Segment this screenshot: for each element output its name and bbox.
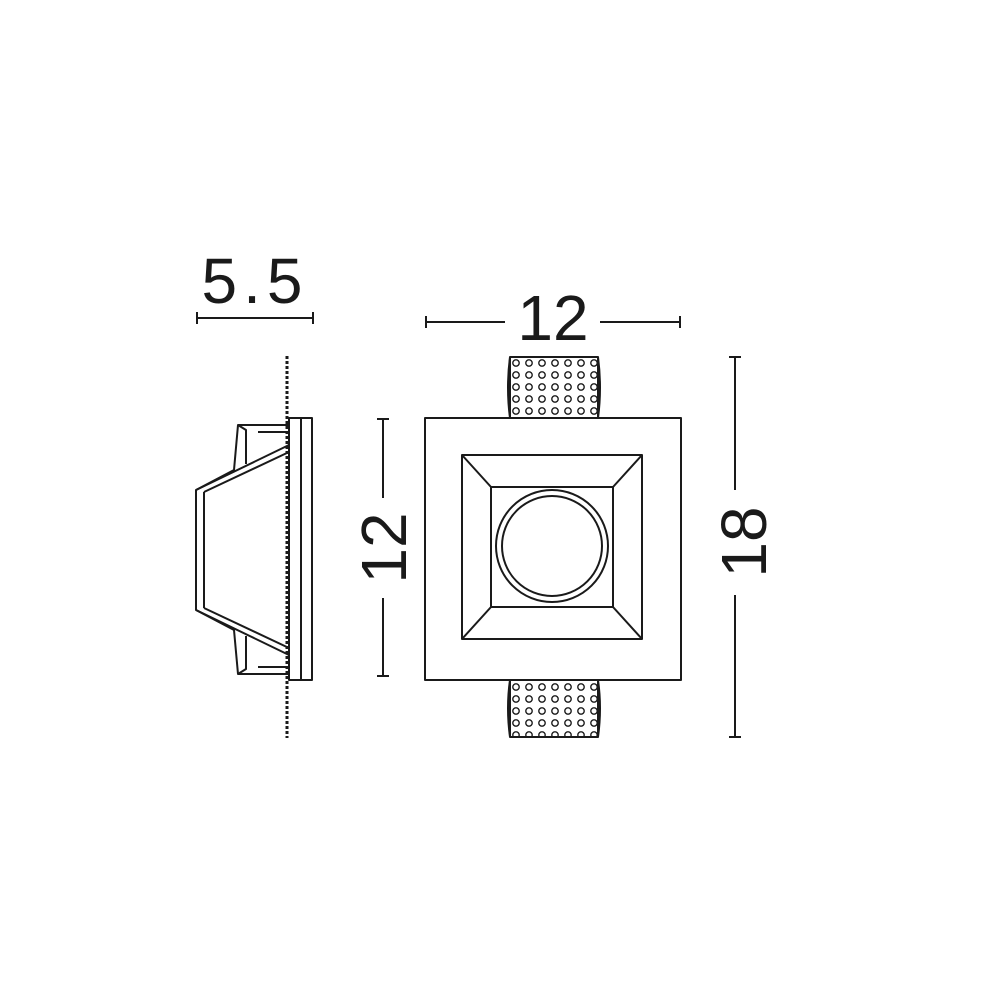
bottom-mounting-strip [509, 679, 599, 738]
inner-recess [461, 454, 643, 640]
total-height-label: 18 [708, 506, 780, 577]
front-width-label: 12 [517, 282, 588, 354]
side-depth-label: 5.5 [202, 245, 309, 317]
side-body [195, 424, 290, 675]
front-view [377, 316, 741, 738]
side-view [195, 312, 314, 738]
lamp-opening [495, 489, 609, 603]
top-mounting-strip [509, 356, 599, 419]
side-flange [288, 417, 302, 681]
front-height-label: 12 [348, 512, 420, 583]
